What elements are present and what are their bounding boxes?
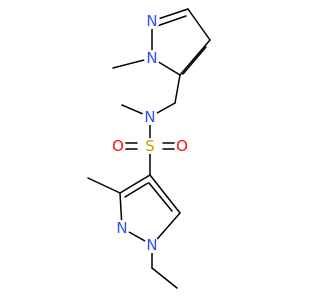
atom-n-top-ring-b: N [144, 49, 160, 67]
atom-label-s: S [145, 137, 155, 155]
atom-labels: N N N S O O N N [110, 12, 190, 254]
atom-label-n: N [146, 12, 157, 30]
atom-n-top-ring-a: N [144, 12, 160, 30]
bond [148, 182, 173, 212]
atom-n-amine: N [142, 108, 158, 126]
atom-o-right: O [174, 137, 190, 155]
atom-label-n: N [144, 108, 155, 126]
bond [179, 39, 211, 76]
bond [156, 15, 187, 27]
atom-n-bottom-ring-a: N [114, 219, 130, 237]
atom-label-n: N [146, 49, 157, 67]
atom-label-n: N [146, 236, 157, 254]
atom-label-n: N [116, 219, 127, 237]
bond [187, 8, 211, 41]
atom-s: S [142, 137, 158, 155]
atom-o-left: O [110, 137, 126, 155]
atom-label-o: O [176, 137, 188, 155]
bond [119, 174, 151, 194]
bond [149, 174, 181, 214]
bond [87, 177, 121, 194]
bond [124, 182, 149, 198]
bond [182, 46, 207, 75]
bond [151, 267, 178, 289]
bond [174, 74, 181, 104]
atom-label-o: O [112, 137, 124, 155]
molecule-structure: N N N S O O N N [87, 8, 211, 289]
atom-n-bottom-ring-b: N [144, 236, 160, 254]
